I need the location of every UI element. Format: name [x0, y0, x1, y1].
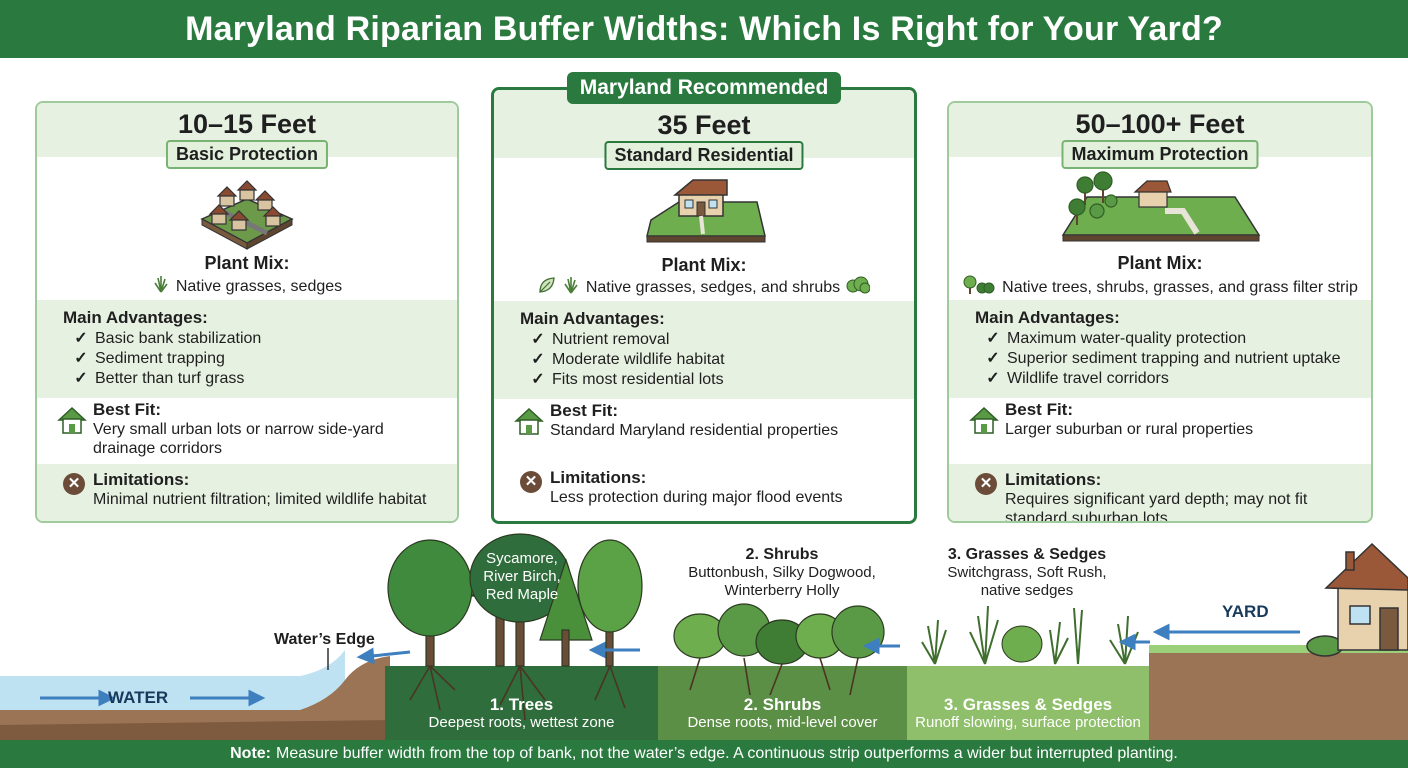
grass-zone — [907, 666, 1149, 740]
best-fit-text: Larger suburban or rural properties — [1005, 421, 1254, 438]
cross-section-illustration — [0, 533, 1408, 740]
tier-label: Maximum Protection — [1061, 140, 1259, 169]
best-fit-text: Standard Maryland residential properties — [550, 422, 839, 439]
recommended-badge: Maryland Recommended — [567, 72, 841, 104]
limitations-text: Minimal nutrient filtration; limited wil… — [93, 491, 427, 508]
limitations-heading: Limitations: — [93, 470, 190, 489]
buffer-card-basic: 10–15 Feet Basic Protection Plant Mix: N… — [35, 101, 459, 523]
card-width-title: 50–100+ Feet — [1075, 109, 1245, 139]
limitations-heading: Limitations: — [550, 468, 647, 487]
note-label: Note: — [230, 745, 272, 762]
plant-mix-text: Native grasses, sedges — [175, 277, 343, 295]
x-circle-icon: ✕ — [975, 473, 997, 495]
check-icon: ✓ — [531, 331, 545, 348]
advantage-item: ✓Maximum water-quality protection — [986, 330, 1247, 347]
check-icon: ✓ — [986, 370, 1000, 387]
house-icon — [57, 405, 87, 440]
house-lawn-icon — [494, 174, 914, 254]
advantage-item: ✓Superior sediment trapping and nutrient… — [986, 350, 1341, 367]
grass-species-label: 3. Grasses & Sedges Switchgrass, Soft Ru… — [947, 546, 1107, 599]
shrub-icon — [846, 276, 871, 299]
advantages-heading: Main Advantages: — [520, 309, 665, 328]
card-width-title: 35 Feet — [657, 110, 751, 140]
best-fit-section: Best Fit: Very small urban lots or narro… — [37, 400, 457, 462]
advantage-item: ✓Nutrient removal — [531, 331, 670, 348]
advantage-item: ✓Fits most residential lots — [531, 371, 724, 388]
check-icon: ✓ — [531, 371, 545, 388]
tier-label: Standard Residential — [604, 141, 804, 170]
plant-mix: Native grasses, sedges — [37, 275, 457, 298]
limitations-section: ✕ Limitations: Requires significant yard… — [949, 464, 1371, 523]
grass-icon — [152, 275, 170, 298]
house-icon — [514, 406, 544, 441]
leaf-icon — [538, 276, 556, 299]
house-icon — [969, 405, 999, 440]
buffer-card-standard: 35 Feet Standard Residential Plant Mix: … — [491, 87, 917, 524]
x-circle-icon: ✕ — [520, 471, 542, 493]
neighborhood-icon — [37, 171, 457, 251]
advantages-heading: Main Advantages: — [975, 308, 1120, 327]
plant-mix: Native trees, shrubs, grasses, and grass… — [949, 275, 1371, 300]
advantage-item: ✓Wildlife travel corridors — [986, 370, 1169, 387]
grass-icon — [562, 276, 580, 299]
limitations-heading: Limitations: — [1005, 470, 1102, 489]
check-icon: ✓ — [986, 350, 1000, 367]
shrub-species-label: 2. Shrubs Buttonbush, Silky Dogwood, Win… — [688, 546, 876, 599]
yard-label: YARD — [1222, 602, 1269, 621]
best-fit-heading: Best Fit: — [550, 401, 618, 420]
limitations-section: ✕ Limitations: Minimal nutrient filtrati… — [37, 464, 457, 521]
plant-mix: Native grasses, sedges, and shrubs — [494, 276, 914, 299]
page-title: Maryland Riparian Buffer Widths: Which I… — [185, 9, 1223, 48]
note-text: Measure buffer width from the top of ban… — [276, 745, 1178, 762]
card-width-title: 10–15 Feet — [177, 109, 317, 139]
check-icon: ✓ — [986, 330, 1000, 347]
check-icon: ✓ — [74, 330, 88, 347]
advantages-section: Main Advantages: ✓Nutrient removal ✓Mode… — [494, 301, 914, 399]
yard-house-icon — [1306, 542, 1408, 657]
best-fit-section: Best Fit: Larger suburban or rural prope… — [949, 400, 1371, 462]
water-label: WATER — [108, 688, 169, 707]
check-icon: ✓ — [531, 351, 545, 368]
shrub-zone-label: 2. Shrubs Dense roots, mid-level cover — [687, 695, 878, 732]
waters-edge-label: Water’s Edge — [274, 631, 375, 648]
plant-mix-text: Native grasses, sedges, and shrubs — [585, 278, 841, 296]
plant-mix-heading: Plant Mix: — [661, 255, 747, 275]
note-bar: Note: Measure buffer width from the top … — [0, 740, 1408, 768]
limitations-text: Requires significant yard depth; may not… — [1005, 491, 1308, 523]
advantages-heading: Main Advantages: — [63, 308, 208, 327]
best-fit-heading: Best Fit: — [93, 400, 161, 419]
limitations-section: ✕ Limitations: Less protection during ma… — [494, 462, 914, 521]
advantage-item: ✓Moderate wildlife habitat — [531, 351, 725, 368]
limitations-text: Less protection during major flood event… — [550, 489, 843, 506]
check-icon: ✓ — [74, 370, 88, 387]
shrub-zone — [658, 666, 907, 740]
tree-icons — [387, 533, 643, 667]
best-fit-section: Best Fit: Standard Maryland residential … — [494, 401, 914, 463]
tree-species-label: Sycamore, River Birch, Red Maple — [483, 550, 561, 603]
shrub-icons — [673, 603, 885, 665]
title-bar: Maryland Riparian Buffer Widths: Which I… — [0, 0, 1408, 58]
buffer-cross-section: WATER Water’s Edge YARD Sycamore, River … — [0, 530, 1408, 740]
rural-property-icon — [949, 171, 1371, 251]
tree-shrub-icon — [962, 275, 996, 300]
advantage-item: ✓Basic bank stabilization — [74, 330, 262, 347]
advantages-section: Main Advantages: ✓Basic bank stabilizati… — [37, 300, 457, 398]
advantages-section: Main Advantages: ✓Maximum water-quality … — [949, 300, 1371, 398]
tier-label: Basic Protection — [165, 140, 329, 169]
best-fit-text: Very small urban lots or narrow side-yar… — [93, 421, 384, 457]
plant-mix-text: Native trees, shrubs, grasses, and grass… — [1002, 278, 1358, 296]
tree-zone-label: 1. Trees Deepest roots, wettest zone — [428, 695, 615, 732]
advantage-item: ✓Sediment trapping — [74, 350, 225, 367]
plant-mix-heading: Plant Mix: — [1117, 253, 1203, 273]
grass-zone-label: 3. Grasses & Sedges Runoff slowing, surf… — [915, 695, 1141, 732]
plant-mix-heading: Plant Mix: — [204, 253, 290, 273]
advantage-item: ✓Better than turf grass — [74, 370, 245, 387]
x-circle-icon: ✕ — [63, 473, 85, 495]
best-fit-heading: Best Fit: — [1005, 400, 1073, 419]
buffer-card-maximum: 50–100+ Feet Maximum Protection Plant Mi… — [947, 101, 1373, 523]
check-icon: ✓ — [74, 350, 88, 367]
